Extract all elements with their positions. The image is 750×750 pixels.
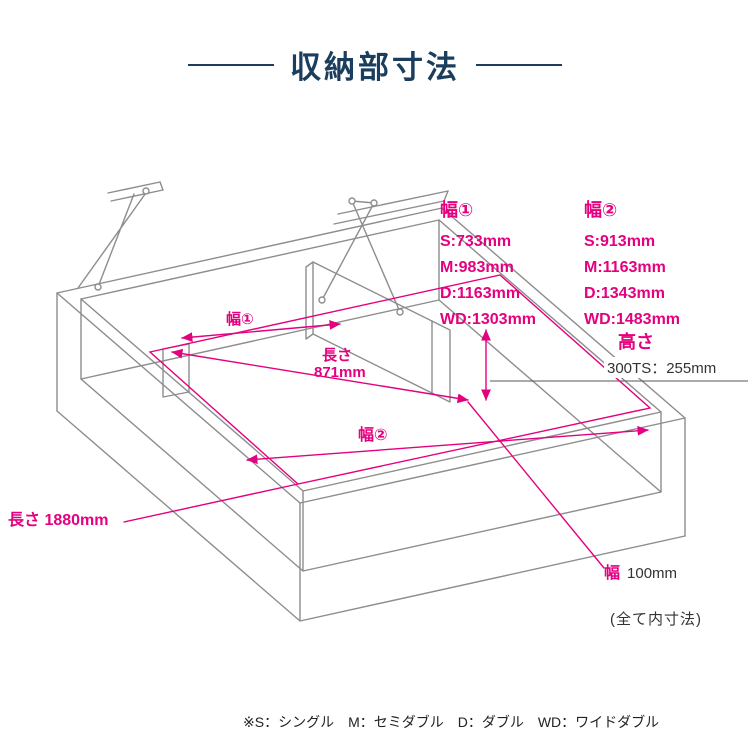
storage-area-outline xyxy=(148,274,652,485)
outer-length-label: 長さ 1880mm xyxy=(8,512,109,529)
inner-width1-label: 幅① xyxy=(226,311,254,328)
spec-width2-label: 幅② xyxy=(584,200,618,220)
gas-strut-left xyxy=(77,181,164,291)
spec-width2-widedouble: WD:1483mm xyxy=(584,311,681,328)
spec-height-value: 300TS：255mm xyxy=(604,357,720,378)
size-legend-footnote: ※S：シングル M：セミダブル D：ダブル WD：ワイドダブル xyxy=(243,714,660,730)
spec-width1-single: S:733mm xyxy=(440,233,512,250)
spec-width2-double: D:1343mm xyxy=(584,285,665,302)
gap-value: 100mm xyxy=(627,565,678,582)
gap-100-leader xyxy=(467,401,605,569)
dimension-lines xyxy=(123,274,652,569)
spec-width2-block: 幅② S:913mm M:1163mm D:1343mm WD:1483mm xyxy=(584,196,680,333)
spec-width1-widedouble: WD:1303mm xyxy=(440,311,537,328)
spec-width2-single: S:913mm xyxy=(584,233,656,250)
spec-width1-label: 幅① xyxy=(440,200,474,220)
title-rule-left xyxy=(188,63,274,66)
spec-width1-semidouble: M:983mm xyxy=(440,259,514,276)
width1-arrow xyxy=(181,320,341,342)
page-title: 収納部寸法 xyxy=(0,42,750,87)
width2-arrow xyxy=(246,425,649,465)
inner-length-label: 長さ xyxy=(322,347,353,364)
inner-length-value: 871mm xyxy=(314,364,366,381)
spec-height-label: 高さ xyxy=(618,332,654,352)
inner-dimension-note: (全て内寸法) xyxy=(610,611,702,628)
gap-label-row: 幅 100mm xyxy=(604,559,677,583)
spec-width2-semidouble: M:1163mm xyxy=(584,259,666,276)
gap-label: 幅 xyxy=(604,565,621,582)
spec-width1-block: 幅① S:733mm M:983mm D:1163mm WD:1303mm xyxy=(440,196,536,333)
length-871-arrow xyxy=(171,348,469,404)
gas-strut-center xyxy=(318,190,449,316)
title-rule-right xyxy=(476,63,562,66)
length-1880-line xyxy=(123,483,299,523)
inner-width2-label: 幅② xyxy=(358,427,388,444)
strut-panel xyxy=(305,261,451,403)
page-title-text: 収納部寸法 xyxy=(290,50,460,85)
spec-width1-double: D:1163mm xyxy=(440,285,521,302)
